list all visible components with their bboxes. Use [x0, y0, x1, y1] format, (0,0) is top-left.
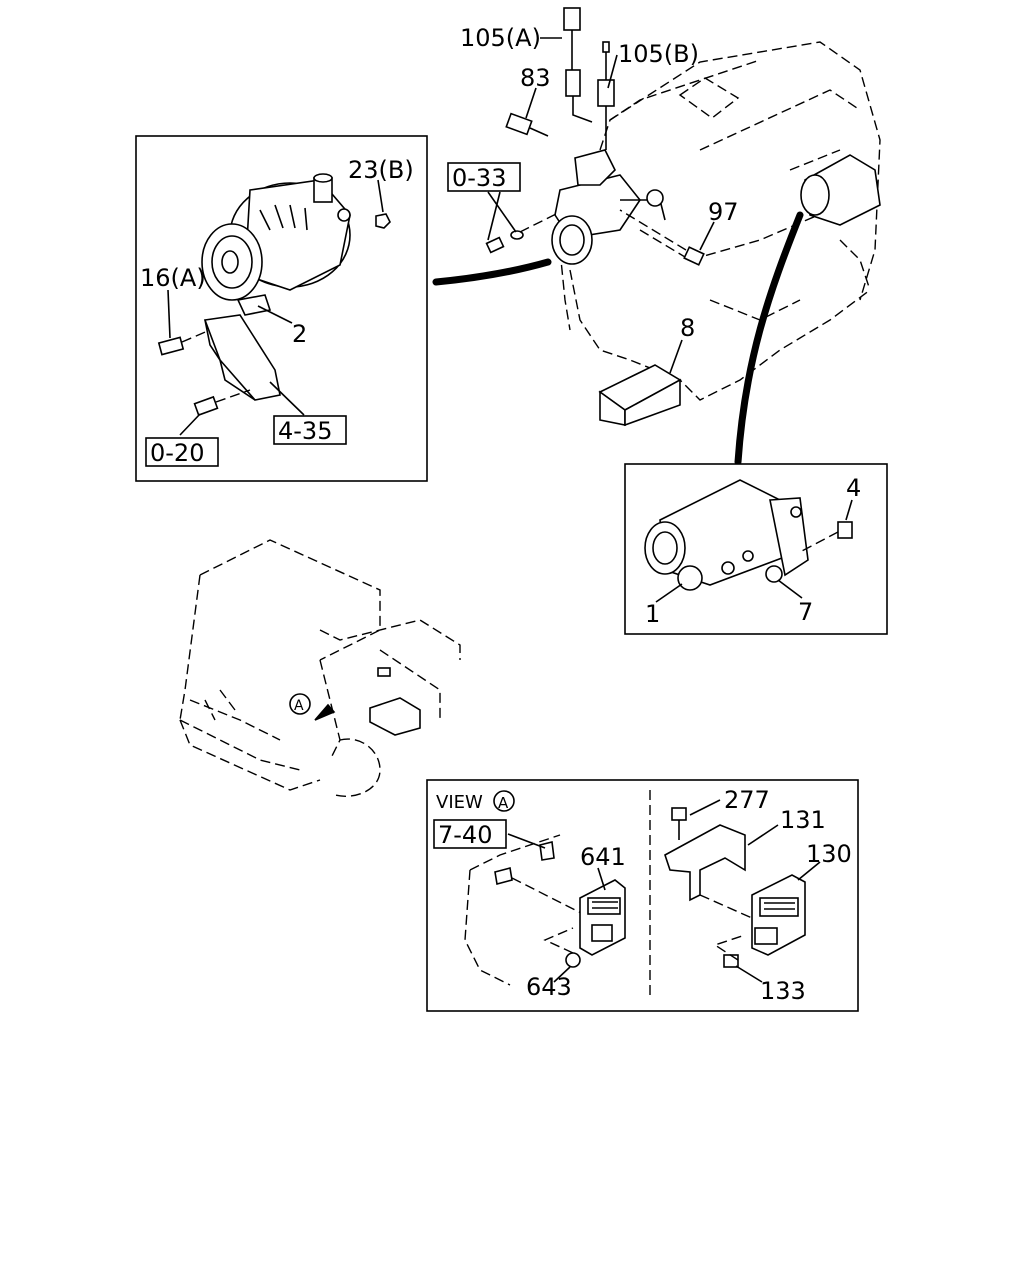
- label-7: 7: [798, 598, 813, 626]
- label-83: 83: [520, 64, 551, 92]
- view-label: VIEW: [436, 792, 483, 813]
- cab-view-marker: A: [294, 698, 304, 714]
- ref-7-40: 7-40: [438, 821, 492, 849]
- label-2: 2: [292, 320, 307, 348]
- sensor-105a: [563, 7, 593, 123]
- label-131: 131: [780, 806, 826, 834]
- leader-lines: [167, 37, 853, 983]
- left-view-bracket: [464, 834, 586, 986]
- starter-motor: [644, 479, 809, 591]
- starter-nut-7: [765, 565, 783, 583]
- label-4: 4: [846, 474, 861, 502]
- view-marker-circle: [493, 790, 515, 812]
- sensor-97: [619, 209, 705, 266]
- ref-box-7-40: [433, 819, 507, 849]
- view-marker: A: [498, 794, 509, 812]
- label-23b: 23(B): [348, 156, 414, 184]
- thermostat-housing: [551, 149, 666, 265]
- ref-box-0-20: [145, 437, 219, 467]
- starter-on-engine: [800, 154, 881, 226]
- alternator: [201, 173, 351, 316]
- label-130: 130: [806, 840, 852, 868]
- label-97: 97: [708, 198, 739, 226]
- alternator-bracket: [203, 314, 281, 401]
- sensor-83: [505, 112, 549, 137]
- control-unit-641: [579, 879, 626, 956]
- truck-cab: [179, 539, 461, 797]
- ref-0-33: 0-33: [452, 164, 506, 192]
- leader-alternator: [432, 258, 552, 286]
- adjust-nut-23b: [375, 213, 391, 229]
- label-16a: 16(A): [140, 264, 206, 292]
- right-view-bracket-131: [664, 824, 746, 902]
- ref-4-35: 4-35: [278, 417, 332, 445]
- sensor-105b: [597, 41, 615, 150]
- bolt-16a: [157, 329, 211, 356]
- ref-0-20: 0-20: [150, 439, 204, 467]
- ref-box-0-33: [447, 162, 521, 192]
- bolt-0-20: [193, 389, 251, 417]
- bolt-0-33: [485, 211, 561, 254]
- control-unit-130: [699, 874, 806, 956]
- label-1: 1: [645, 600, 660, 628]
- starter-bolt-4: [799, 521, 853, 553]
- label-105a: 105(A): [460, 24, 541, 52]
- bolt-133: [713, 934, 746, 968]
- label-105b: 105(B): [618, 40, 699, 68]
- nut-643: [543, 927, 581, 968]
- label-643: 643: [526, 973, 572, 1001]
- label-8: 8: [680, 314, 695, 342]
- leader-starter: [734, 211, 804, 466]
- module-8: [598, 364, 682, 427]
- label-133: 133: [760, 977, 806, 1005]
- label-641: 641: [580, 843, 626, 871]
- engine-block: [559, 41, 881, 401]
- label-277: 277: [724, 786, 770, 814]
- bolt-277: [671, 807, 687, 840]
- ref-box-4-35: [273, 415, 347, 445]
